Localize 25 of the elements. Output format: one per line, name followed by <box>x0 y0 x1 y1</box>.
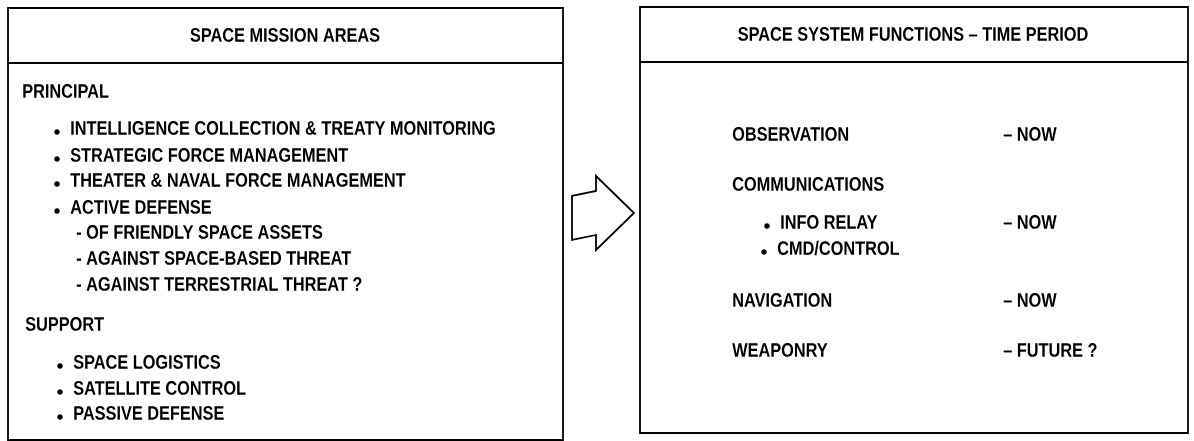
category-label: NAVIGATION <box>733 293 832 307</box>
category-label: WEAPONRY <box>732 343 828 357</box>
panel-heading: SPACE MISSION AREAS <box>190 28 380 42</box>
status-label: – NOW <box>1003 215 1057 229</box>
bullet-item: INTELLIGENCE COLLECTION & TREATY MONITORING <box>54 121 495 135</box>
category-label: PRINCIPAL <box>23 84 109 98</box>
category-label: COMMUNICATIONS <box>732 177 884 191</box>
bullet-item: CMD/CONTROL <box>761 240 900 256</box>
sub-item: - AGAINST TERRESTRIAL THREAT ? <box>76 277 362 291</box>
sub-item: - OF FRIENDLY SPACE ASSETS <box>76 225 323 239</box>
bullet-item: SATELLITE CONTROL <box>57 381 246 395</box>
category-label: OBSERVATION <box>732 127 849 141</box>
bullet-item: STRATEGIC FORCE MANAGEMENT <box>54 148 349 162</box>
bullet-item: SPACE LOGISTICS <box>57 355 221 369</box>
bullet-item: THEATER & NAVAL FORCE MANAGEMENT <box>54 173 406 187</box>
status-label: – NOW <box>1003 293 1057 307</box>
block-arrow <box>571 173 636 253</box>
bullet-item: PASSIVE DEFENSE <box>57 406 224 420</box>
status-label: – FUTURE ? <box>1003 343 1097 357</box>
status-label: – NOW <box>1003 127 1057 141</box>
panel-heading: SPACE SYSTEM FUNCTIONS – TIME PERIOD <box>738 27 1088 41</box>
bullet-item: ACTIVE DEFENSE <box>54 200 211 214</box>
sub-item: - AGAINST SPACE-BASED THREAT <box>76 251 352 265</box>
bullet-item: INFO RELAY <box>764 215 878 229</box>
category-label: SUPPORT <box>25 317 104 331</box>
